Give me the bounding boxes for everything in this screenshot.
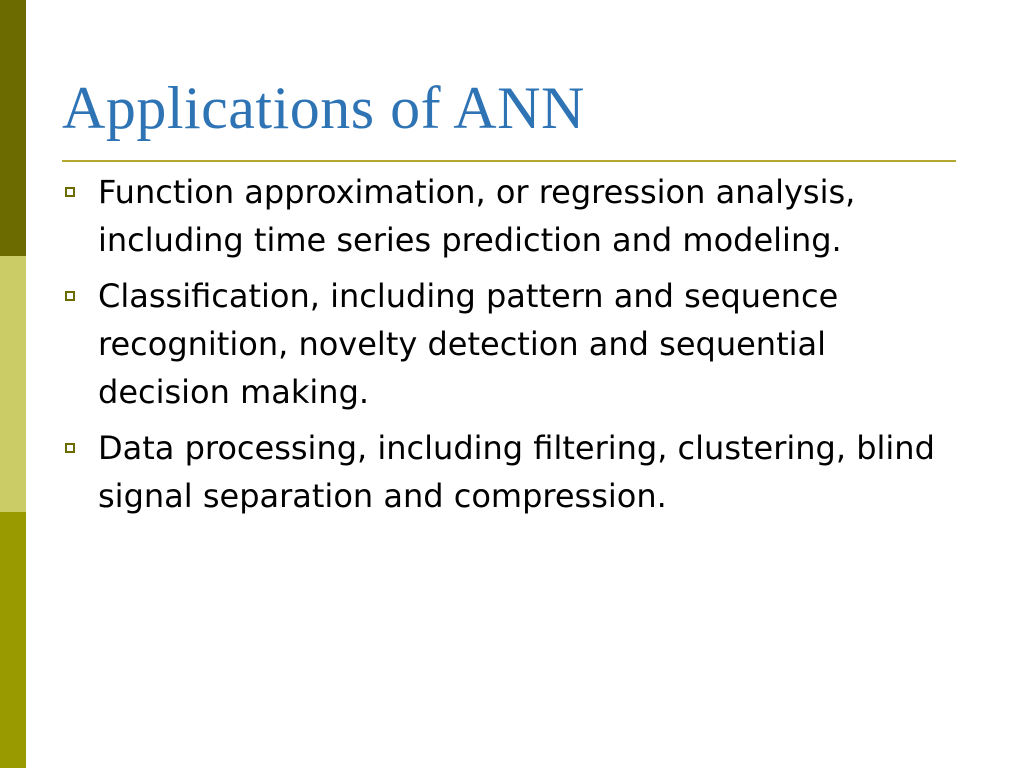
hollow-square-bullet-icon — [65, 187, 75, 197]
bullet-list: Function approximation, or regression an… — [62, 168, 962, 528]
bullet-item: Data processing, including filtering, cl… — [62, 424, 962, 520]
sidebar-stripe-top — [0, 0, 26, 256]
bullet-text: Function approximation, or regression an… — [98, 173, 856, 259]
bullet-text: Classification, including pattern and se… — [98, 277, 839, 411]
sidebar-stripe-bottom — [0, 512, 26, 768]
bullet-text: Data processing, including filtering, cl… — [98, 429, 935, 515]
hollow-square-bullet-icon — [65, 291, 75, 301]
bullet-item: Classification, including pattern and se… — [62, 272, 962, 416]
title-underline-divider — [62, 160, 956, 162]
hollow-square-bullet-icon — [65, 443, 75, 453]
slide-title: Applications of ANN — [62, 75, 585, 141]
bullet-item: Function approximation, or regression an… — [62, 168, 962, 264]
sidebar-stripe-middle — [0, 256, 26, 512]
